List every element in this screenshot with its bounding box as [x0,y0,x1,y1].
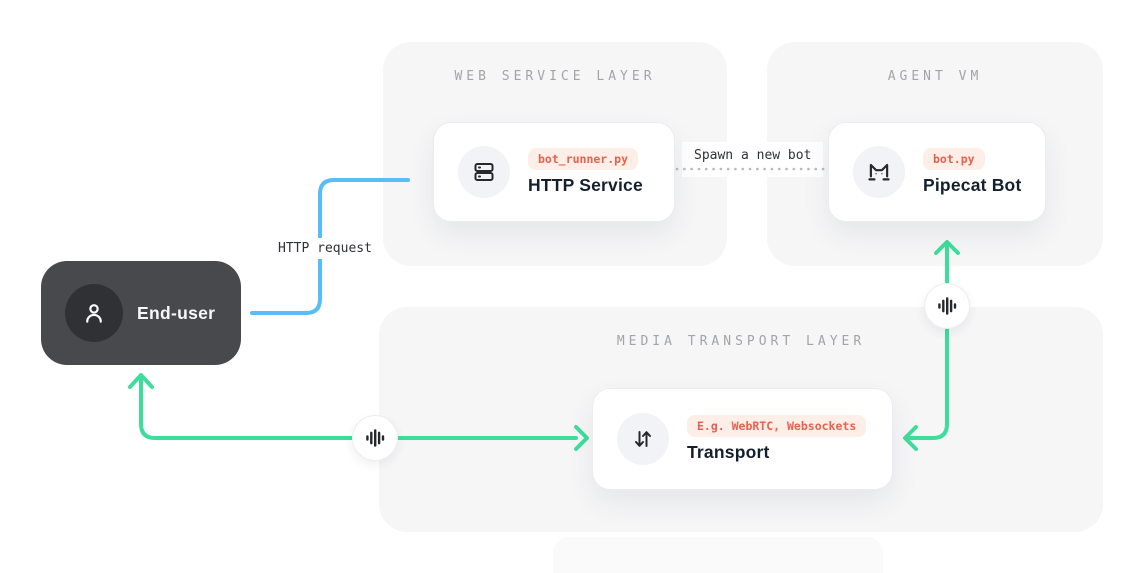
green-transport-bot-connector [903,240,960,451]
panel-title: AGENT VM [887,69,983,84]
arrowhead-up-icon [934,240,960,255]
end-user-node: End-user [41,261,241,365]
server-icon [474,163,494,181]
arrowhead-up-icon [128,373,154,389]
icon-circle [853,146,905,198]
transfer-arrows-icon [635,431,651,447]
icon-circle [617,413,669,465]
waveform-icon [366,429,385,447]
avatar [65,284,123,342]
end-user-label: End-user [137,302,216,323]
pipecat-bot-card: bot.py Pipecat Bot [828,122,1046,222]
spawn-new-bot-label: Spawn a new bot [682,142,824,177]
icon-circle [458,146,510,198]
transport-card: E.g. WebRTC, Websockets Transport [592,388,893,490]
panel-title: WEB SERVICE LAYER [454,69,656,84]
file-badge: bot_runner.py [528,148,639,170]
waveform-icon [938,297,957,315]
card-title: HTTP Service [528,175,643,195]
spawn-dotted-connector [675,167,829,171]
user-icon [86,304,102,323]
card-title: Pipecat Bot [923,175,1022,195]
card-title: Transport [687,442,770,462]
waveform-badge [924,283,970,329]
panel-bottom-stub [553,537,883,573]
protocol-badge: E.g. WebRTC, Websockets [687,415,867,437]
http-request-label: HTTP request [269,238,381,259]
arrowhead-left-icon [903,425,918,451]
pipecat-cat-icon [868,163,890,181]
arrowhead-right-icon [574,425,589,451]
http-service-card: bot_runner.py HTTP Service [433,122,675,222]
panel-media-transport-layer: MEDIA TRANSPORT LAYER [379,307,1103,532]
waveform-badge [352,415,398,461]
green-enduser-transport-connector [128,373,589,451]
panel-title: MEDIA TRANSPORT LAYER [616,334,866,349]
file-badge: bot.py [923,148,985,170]
